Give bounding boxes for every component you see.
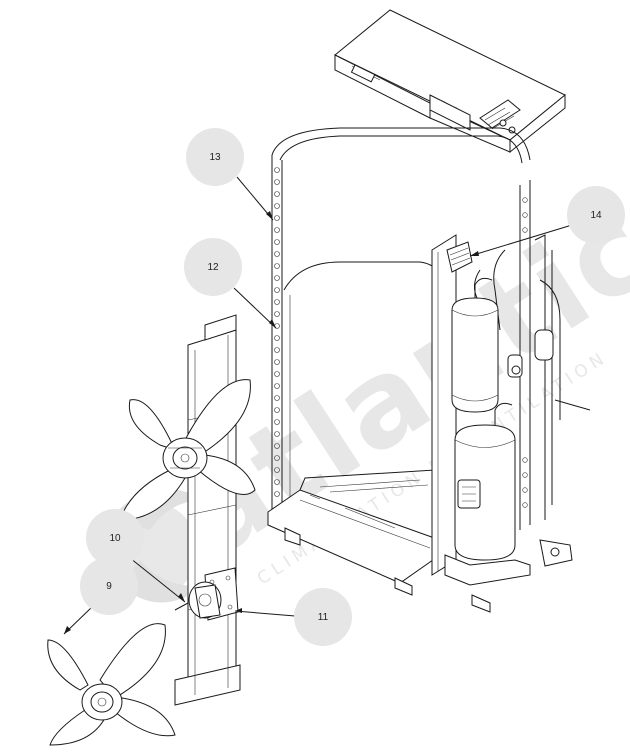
pressure-sensor xyxy=(446,241,473,273)
compressor-side-assembly xyxy=(431,180,591,586)
leader-line-14 xyxy=(469,224,573,257)
callout-label: 12 xyxy=(207,262,219,273)
callout-label: 10 xyxy=(109,533,121,544)
coil-tube-ends-right xyxy=(522,197,528,508)
leader-line-13 xyxy=(236,176,274,221)
callout-13: 13 xyxy=(186,128,244,186)
four-way-valve xyxy=(507,329,554,378)
leader-line-11 xyxy=(234,610,296,617)
callout-12: 12 xyxy=(184,238,242,296)
arrowhead-12 xyxy=(269,319,276,328)
callout-label: 9 xyxy=(106,581,112,592)
callout-label: 11 xyxy=(318,612,329,623)
arrowhead-11 xyxy=(235,608,242,613)
callout-11: 11 xyxy=(294,588,352,646)
leader-lines xyxy=(63,176,573,635)
callout-14: 14 xyxy=(567,186,625,244)
electrical-control-box xyxy=(334,9,566,154)
callout-9: 9 xyxy=(80,557,138,615)
arrowhead-9 xyxy=(64,626,71,634)
compressor xyxy=(444,402,531,586)
heat-exchanger-coil xyxy=(271,127,531,515)
callout-label: 13 xyxy=(209,152,221,163)
arrowhead-10 xyxy=(178,593,185,602)
fan-motor xyxy=(174,581,222,619)
upper-fan-propeller xyxy=(119,379,256,521)
coil-tube-ends-left xyxy=(274,167,280,497)
accumulator-tank xyxy=(451,277,499,413)
leader-line-10 xyxy=(129,557,186,603)
leader-line-12 xyxy=(233,287,277,329)
callout-label: 14 xyxy=(590,210,602,221)
callout-10: 10 xyxy=(86,509,144,567)
arrowhead-13 xyxy=(266,211,273,220)
arrowhead-14 xyxy=(470,251,479,256)
lower-fan-propeller xyxy=(47,623,176,746)
